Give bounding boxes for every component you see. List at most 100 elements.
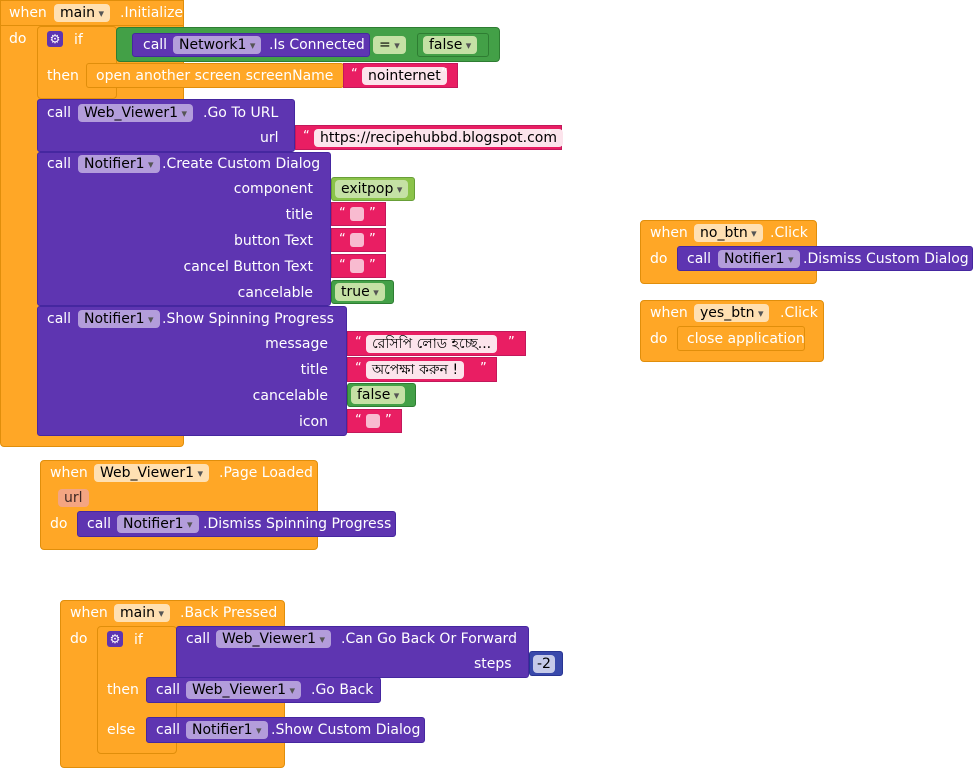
quote-open: “ <box>339 206 346 221</box>
component-dropdown-webviewer[interactable]: Web_Viewer1 <box>186 681 302 699</box>
boolean-dropdown[interactable]: true <box>335 283 385 301</box>
component-dropdown-notifier[interactable]: Notifier1 <box>718 250 800 268</box>
component-dropdown-exitpop[interactable]: exitpop <box>335 180 409 198</box>
cancelable-param-label: cancelable <box>252 388 328 404</box>
quote-open: “ <box>303 129 310 144</box>
empty-text[interactable] <box>350 233 364 247</box>
call-label: call <box>87 516 112 532</box>
gear-icon[interactable]: ⚙ <box>47 31 63 47</box>
cancelable-param-label: cancelable <box>237 285 313 301</box>
component-dropdown-notifier[interactable]: Notifier1 <box>186 721 268 739</box>
empty-text[interactable] <box>350 259 364 273</box>
close-application-label: close application <box>687 331 805 347</box>
when-label: when <box>50 465 88 481</box>
quote-open: “ <box>339 232 346 247</box>
event-name: .Back Pressed <box>180 605 278 621</box>
event-name: .Page Loaded <box>219 465 313 481</box>
call-label: call <box>156 682 181 698</box>
component-dropdown-main[interactable]: main <box>114 604 171 622</box>
do-label: do <box>650 251 668 267</box>
close-application-block[interactable] <box>677 326 805 351</box>
gear-icon[interactable]: ⚙ <box>107 631 123 647</box>
operator-dropdown[interactable]: = <box>373 36 406 54</box>
cancel-button-text-param-label: cancel Button Text <box>183 259 313 275</box>
component-dropdown-notifier[interactable]: Notifier1 <box>78 310 160 328</box>
method-name: .Create Custom Dialog <box>162 156 321 172</box>
component-dropdown-webviewer[interactable]: Web_Viewer1 <box>78 104 194 122</box>
url-param-label: url <box>260 130 279 146</box>
title-value[interactable]: অপেক্ষা করুন ! <box>366 361 465 379</box>
quote-close: ” <box>369 258 376 273</box>
empty-text[interactable] <box>366 414 380 428</box>
title-param-label: title <box>285 207 313 223</box>
message-value[interactable]: রেসিপি লোড হচ্ছে... <box>366 335 498 353</box>
component-dropdown-no-btn[interactable]: no_btn <box>694 224 763 242</box>
quote-open: “ <box>355 361 362 376</box>
button-text-param-label: button Text <box>234 233 313 249</box>
component-dropdown-notifier[interactable]: Notifier1 <box>117 515 199 533</box>
call-label: call <box>687 251 712 267</box>
call-label: call <box>47 105 72 121</box>
method-name: .Can Go Back Or Forward <box>341 631 517 647</box>
method-name: .Go Back <box>311 682 374 698</box>
steps-value[interactable]: -2 <box>533 655 555 673</box>
component-dropdown-yes-btn[interactable]: yes_btn <box>694 304 770 322</box>
when-label: when <box>70 605 108 621</box>
if-label: if <box>134 632 143 648</box>
text-value[interactable]: nointernet <box>362 67 447 85</box>
do-label: do <box>70 631 88 647</box>
component-param-label: component <box>233 181 313 197</box>
do-label: do <box>650 331 668 347</box>
call-label: call <box>47 311 72 327</box>
method-name: .Dismiss Spinning Progress <box>203 516 392 532</box>
method-name: .Dismiss Custom Dialog <box>803 251 969 267</box>
call-label: call <box>47 156 72 172</box>
quote-open: “ <box>355 413 362 428</box>
boolean-dropdown[interactable]: false <box>351 386 406 404</box>
empty-text[interactable] <box>350 207 364 221</box>
when-label: when <box>650 225 688 241</box>
quote-close: ” <box>508 335 515 350</box>
call-label: call <box>186 631 211 647</box>
quote-open: “ <box>351 67 358 82</box>
if-label: if <box>74 32 83 48</box>
steps-param-label: steps <box>474 656 512 672</box>
call-label: call <box>143 37 168 53</box>
method-name: .Go To URL <box>203 105 279 121</box>
quote-close: ” <box>369 206 376 221</box>
when-label: when <box>650 305 688 321</box>
quote-close: ” <box>545 129 552 144</box>
quote-close: ” <box>441 67 448 82</box>
icon-param-label: icon <box>298 414 328 430</box>
then-label: then <box>47 68 79 84</box>
do-label: do <box>50 516 68 532</box>
call-label: call <box>156 722 181 738</box>
component-dropdown-network[interactable]: Network1 <box>173 36 262 54</box>
quote-open: “ <box>339 258 346 273</box>
when-label: when <box>9 5 47 21</box>
title-param-label: title <box>300 362 328 378</box>
url-parameter[interactable]: url <box>58 489 89 507</box>
component-dropdown-webviewer[interactable]: Web_Viewer1 <box>94 464 210 482</box>
then-label: then <box>107 682 139 698</box>
quote-close: ” <box>480 361 487 376</box>
url-value[interactable]: https://recipehubbd.blogspot.com <box>314 129 564 147</box>
create-custom-dialog-block[interactable] <box>37 152 331 306</box>
component-dropdown-webviewer[interactable]: Web_Viewer1 <box>216 630 332 648</box>
quote-close: ” <box>369 232 376 247</box>
event-name: .Click <box>770 225 808 241</box>
do-label: do <box>9 31 27 47</box>
method-name: .Show Spinning Progress <box>162 311 334 327</box>
open-screen-label: open another screen screenName <box>96 68 334 84</box>
component-dropdown-main[interactable]: main <box>54 4 111 22</box>
message-param-label: message <box>265 336 328 352</box>
open-screen-block[interactable] <box>86 63 344 88</box>
event-name: .Click <box>780 305 818 321</box>
text-block-cancel-button-text[interactable] <box>331 254 386 278</box>
quote-open: “ <box>355 335 362 350</box>
boolean-dropdown[interactable]: false <box>423 36 478 54</box>
component-dropdown-notifier[interactable]: Notifier1 <box>78 155 160 173</box>
method-name: .Is Connected <box>269 37 365 53</box>
else-label: else <box>107 722 136 738</box>
method-name: .Show Custom Dialog <box>271 722 421 738</box>
